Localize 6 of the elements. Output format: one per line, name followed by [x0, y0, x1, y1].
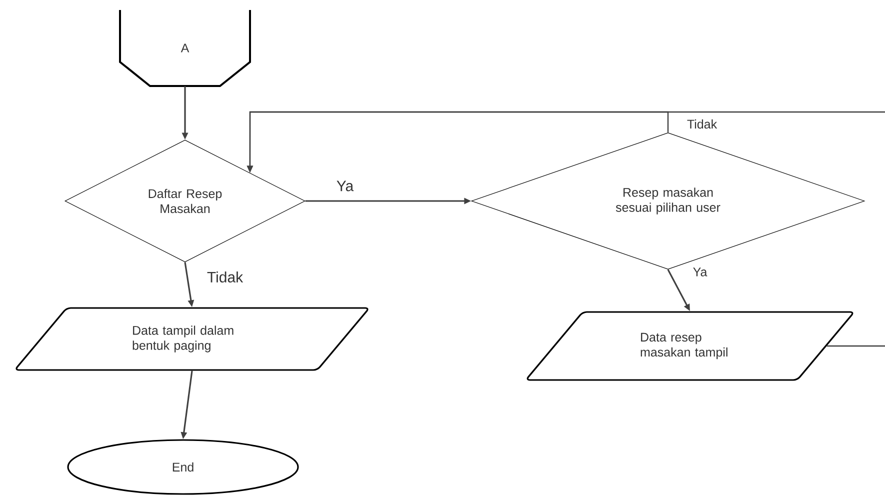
data-parallelogram: Data resep masakan tampil — [526, 311, 854, 381]
edge-label: Ya — [335, 180, 355, 192]
edge-label: Tidak — [686, 118, 718, 130]
data-parallelogram: Data tampil dalam bentuk paging — [16, 307, 368, 371]
edge-label: Tidak — [206, 270, 244, 284]
off-page-connector: A — [119, 10, 251, 87]
